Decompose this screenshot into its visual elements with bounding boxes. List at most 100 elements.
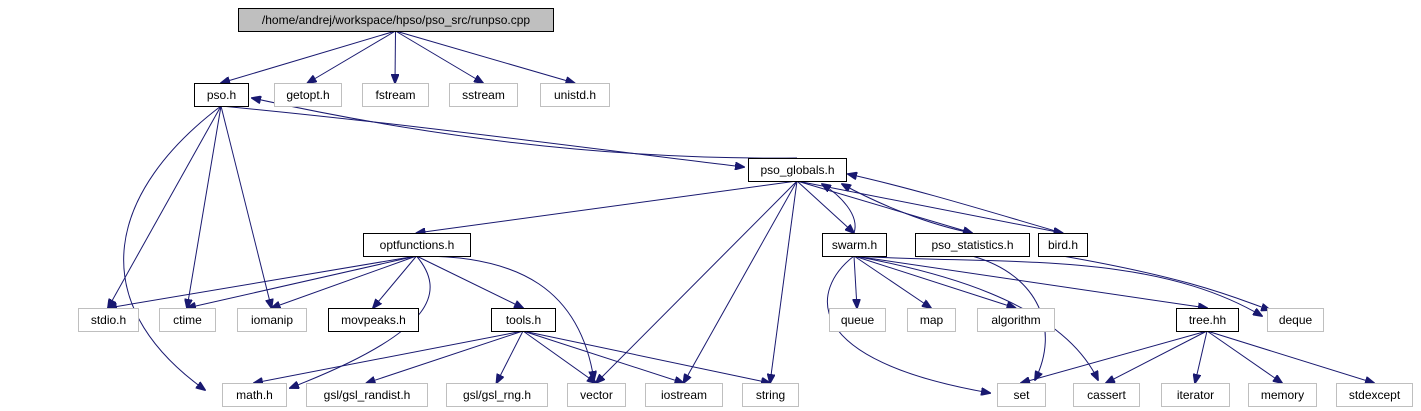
node-box [829, 308, 886, 332]
node-box [222, 383, 287, 407]
node-box [274, 83, 342, 107]
edge-optfunctions-h-to-vector [416, 255, 595, 380]
edge-tree-hh-to-stdexcept [1206, 330, 1374, 383]
node-movpeaks-h[interactable]: movpeaks.h [328, 308, 419, 332]
node-fstream: fstream [362, 83, 429, 107]
edge-swarm-h-to-tree-hh [853, 255, 1207, 308]
edge-pso-statistics-h-to-set [971, 255, 1046, 380]
edge-runpso-to-sstream [395, 30, 484, 83]
node-box [907, 308, 956, 332]
node-label: pso_globals.h [760, 163, 834, 177]
edge-tree-hh-to-cassert [1106, 330, 1208, 383]
node-deque: deque [1267, 308, 1324, 332]
edge-optfunctions-h-to-ctime [187, 255, 417, 308]
node-runpso[interactable]: /home/andrej/workspace/hpso/pso_src/runp… [238, 8, 554, 32]
node-box [237, 308, 307, 332]
node-pso-globals-h[interactable]: pso_globals.h [748, 158, 847, 182]
edge-optfunctions-h-to-tools-h [416, 255, 524, 308]
edge-tools-h-to-vector [522, 330, 596, 383]
edge-tree-hh-to-memory [1206, 330, 1282, 383]
edge-runpso-to-getopt-h [308, 30, 396, 83]
edge-tree-hh-to-set [1021, 330, 1208, 383]
node-box [977, 308, 1055, 332]
node-box [1161, 383, 1230, 407]
edge-tools-h-to-gsl-randist-h [367, 330, 524, 383]
node-label: stdexcept [1349, 388, 1401, 402]
node-stdio-h: stdio.h [78, 308, 139, 332]
node-tree-hh[interactable]: tree.hh [1176, 308, 1239, 332]
edge-pso-h-to-iomanip [220, 105, 272, 308]
node-box [328, 308, 419, 332]
node-label: bird.h [1048, 238, 1078, 252]
node-unistd-h: unistd.h [540, 83, 610, 107]
node-label: iomanip [251, 313, 293, 327]
edges-layer [108, 30, 1374, 393]
node-label: cassert [1087, 388, 1126, 402]
edge-pso-globals-h-to-pso-statistics-h [796, 180, 972, 233]
node-gsl-rng-h: gsl/gsl_rng.h [446, 383, 548, 407]
edge-optfunctions-h-to-movpeaks-h [373, 255, 417, 308]
node-iostream: iostream [645, 383, 723, 407]
nodes-layer: /home/andrej/workspace/hpso/pso_src/runp… [78, 8, 1413, 407]
edge-swarm-h-to-algorithm [853, 255, 1016, 308]
node-label: math.h [236, 388, 273, 402]
node-box [1248, 383, 1317, 407]
node-gsl-randist-h: gsl/gsl_randist.h [306, 383, 428, 407]
node-memory: memory [1248, 383, 1317, 407]
node-getopt-h: getopt.h [274, 83, 342, 107]
node-box [997, 383, 1046, 407]
node-label: tree.hh [1189, 313, 1226, 327]
edge-pso-h-to-math-h [123, 105, 222, 390]
node-pso-h[interactable]: pso.h [194, 83, 249, 107]
node-box [238, 8, 554, 32]
node-label: swarm.h [832, 238, 877, 252]
node-box [915, 233, 1030, 257]
node-label: pso_statistics.h [931, 238, 1013, 252]
node-box [748, 158, 847, 182]
node-bird-h[interactable]: bird.h [1038, 233, 1088, 257]
node-label: set [1013, 388, 1030, 402]
node-box [78, 308, 139, 332]
node-box [567, 383, 626, 407]
node-label: unistd.h [554, 88, 596, 102]
edge-optfunctions-h-to-math-h [290, 255, 431, 388]
node-box [1073, 383, 1140, 407]
edge-swarm-h-to-cassert [853, 255, 1098, 380]
node-ctime: ctime [159, 308, 216, 332]
node-label: pso.h [207, 88, 236, 102]
node-label: stdio.h [91, 313, 126, 327]
edge-pso-globals-h-to-bird-h [796, 180, 1063, 233]
edge-runpso-to-pso-h [221, 30, 396, 83]
edge-pso-globals-h-to-swarm-h [796, 180, 854, 233]
node-sstream: sstream [449, 83, 518, 107]
node-label: algorithm [991, 313, 1040, 327]
node-string: string [742, 383, 799, 407]
node-pso-statistics-h[interactable]: pso_statistics.h [915, 233, 1030, 257]
edge-tools-h-to-string [522, 330, 770, 383]
edge-pso-statistics-h-to-pso-globals-h [842, 184, 973, 234]
edge-bird-h-to-deque [1062, 255, 1271, 310]
node-vector: vector [567, 383, 626, 407]
edge-tools-h-to-iostream [522, 330, 684, 383]
node-set: set [997, 383, 1046, 407]
node-tools-h[interactable]: tools.h [491, 308, 556, 332]
node-label: optfunctions.h [380, 238, 455, 252]
edge-swarm-h-to-deque [853, 255, 1262, 316]
node-cassert: cassert [1073, 383, 1140, 407]
node-iterator: iterator [1161, 383, 1230, 407]
node-label: tools.h [506, 313, 541, 327]
node-box [1176, 308, 1239, 332]
node-label: sstream [462, 88, 505, 102]
node-label: movpeaks.h [341, 313, 406, 327]
edge-tools-h-to-math-h [254, 330, 524, 383]
edge-pso-h-to-ctime [187, 105, 222, 308]
node-label: ctime [173, 313, 202, 327]
node-box [1267, 308, 1324, 332]
node-iomanip: iomanip [237, 308, 307, 332]
edge-pso-globals-h-to-iostream [684, 180, 798, 383]
node-box [194, 83, 249, 107]
node-box [449, 83, 518, 107]
node-swarm-h[interactable]: swarm.h [822, 233, 887, 257]
node-optfunctions-h[interactable]: optfunctions.h [363, 233, 471, 257]
